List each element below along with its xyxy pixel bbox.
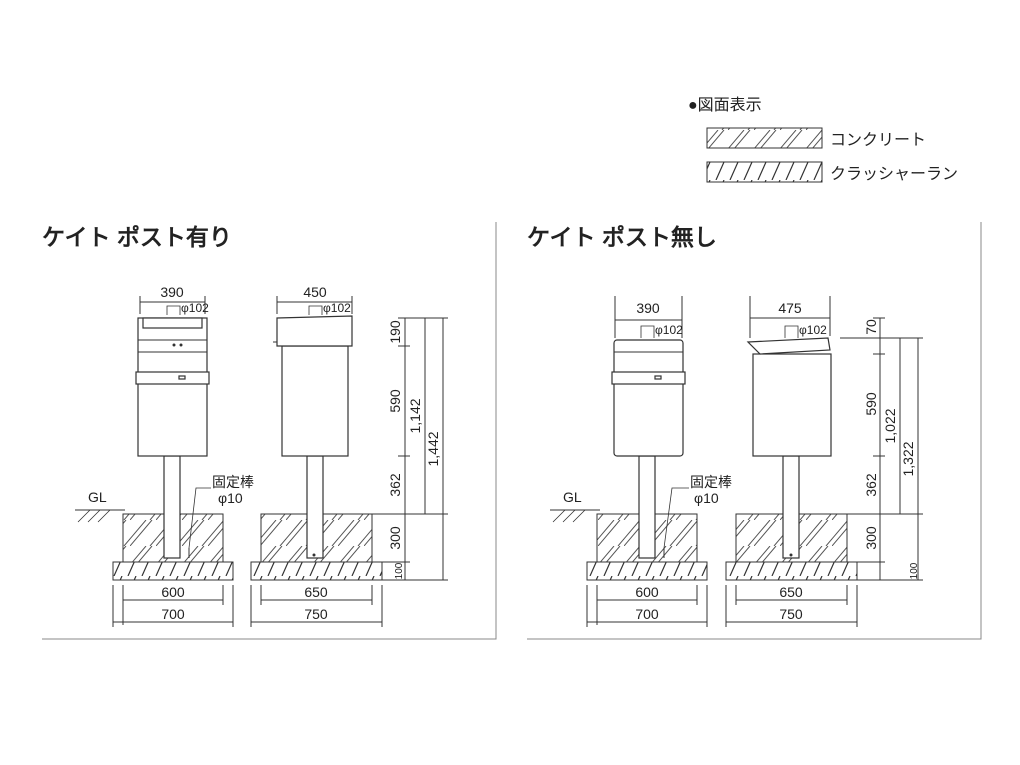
rod-label: 固定棒: [212, 474, 254, 490]
side-mailbox-body: [281, 345, 349, 457]
front-pipe-dia: φ102: [181, 301, 209, 315]
legend-crusher-run-swatch: [706, 161, 823, 183]
side-base-inner: 650: [779, 584, 803, 600]
rod-label: 固定棒: [690, 474, 732, 490]
height-total-above: 1,142: [407, 398, 423, 433]
side-crusher-run-layer: [725, 561, 858, 581]
front-crusher-run-layer: [586, 561, 708, 581]
front-mailbox-body: [613, 339, 684, 457]
height-5: 100: [909, 562, 920, 579]
ground-label: GL: [563, 489, 582, 505]
side-base-outer: 750: [779, 606, 803, 622]
front-base-outer: 700: [635, 606, 659, 622]
front-mailbox-band: [611, 371, 686, 385]
rod-dia: φ10: [694, 490, 719, 506]
right-panel-frame: [527, 222, 982, 640]
side-mailbox-lid: [276, 315, 353, 347]
left-panel: ケイト ポスト有り GL 390 φ102 固定棒 φ10: [42, 224, 448, 627]
height-1: 190: [387, 320, 403, 344]
height-4: 300: [863, 526, 879, 550]
side-crusher-run-layer: [250, 561, 383, 581]
legend-heading: ●図面表示: [688, 96, 762, 114]
front-mailbox-body: [137, 317, 208, 457]
height-total-above: 1,022: [882, 408, 898, 443]
height-1: 70: [863, 319, 879, 335]
side-pipe-dia: φ102: [799, 323, 827, 337]
side-mailbox-lid: [746, 337, 831, 355]
legend: ●図面表示 コンクリート クラッシャーラン: [688, 96, 958, 183]
front-mailbox-band: [135, 371, 210, 385]
height-total: 1,322: [900, 441, 916, 476]
front-base-outer: 700: [161, 606, 185, 622]
side-top-width: 450: [303, 284, 327, 300]
front-top-width: 390: [636, 300, 660, 316]
front-post-pipe: [638, 455, 656, 559]
right-panel: ケイト ポスト無し GL 390 φ102 固定棒 φ10 600 700: [527, 224, 923, 627]
side-top-width: 475: [778, 300, 802, 316]
front-top-width: 390: [160, 284, 184, 300]
left-panel-frame: [42, 222, 497, 640]
front-pipe-dia: φ102: [655, 323, 683, 337]
side-base-outer: 750: [304, 606, 328, 622]
front-post-pipe: [163, 455, 181, 559]
side-mailbox-body: [752, 353, 832, 457]
height-3: 362: [387, 473, 403, 497]
left-panel-title: ケイト ポスト有り: [42, 224, 232, 250]
front-base-inner: 600: [635, 584, 659, 600]
height-4: 300: [387, 526, 403, 550]
legend-concrete-label: コンクリート: [830, 131, 926, 149]
ground-label: GL: [88, 489, 107, 505]
side-pipe-dia: φ102: [323, 301, 351, 315]
side-post-pipe: [306, 455, 324, 559]
side-base-inner: 650: [304, 584, 328, 600]
height-2: 590: [387, 389, 403, 413]
height-5: 100: [394, 562, 405, 579]
legend-crusher-run-label: クラッシャーラン: [830, 165, 958, 183]
side-post-pipe: [782, 455, 800, 559]
front-base-inner: 600: [161, 584, 185, 600]
legend-concrete-swatch: [706, 127, 823, 149]
height-total: 1,442: [425, 431, 441, 466]
height-3: 362: [863, 473, 879, 497]
rod-dia: φ10: [218, 490, 243, 506]
front-mailbox-top: [142, 317, 203, 329]
right-panel-title: ケイト ポスト無し: [527, 224, 717, 250]
front-crusher-run-layer: [112, 561, 234, 581]
height-2: 590: [863, 392, 879, 416]
